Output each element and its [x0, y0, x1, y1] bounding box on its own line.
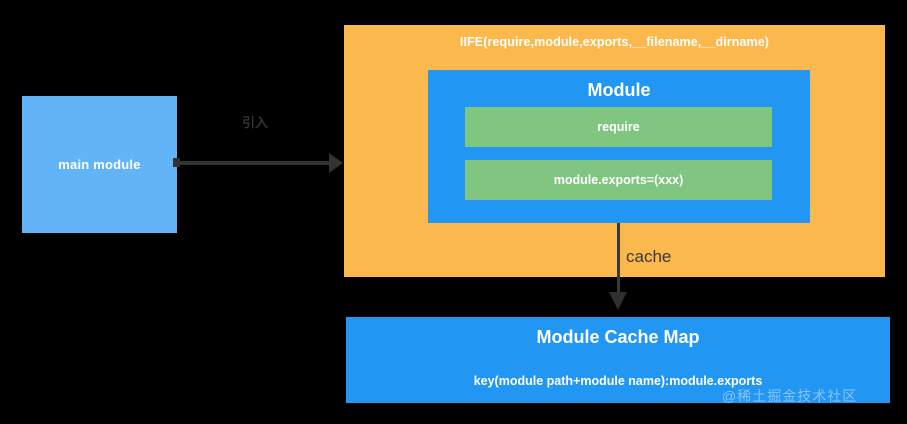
arrow-line-module-to-cache	[617, 223, 620, 301]
module-row-require-label: require	[597, 120, 640, 134]
arrow-head-main-to-iife	[329, 153, 343, 173]
main-module-label: main module	[58, 157, 141, 172]
arrow-label-cache: cache	[626, 247, 672, 266]
module-row-require: require	[465, 107, 772, 147]
watermark: @稀土掘金技术社区	[722, 388, 858, 404]
arrow-label-main-to-iife: 引入	[241, 115, 268, 130]
main-module-box: main module	[22, 96, 177, 233]
module-row-exports: module.exports=(xxx)	[465, 160, 772, 200]
module-cache-map-title: Module Cache Map	[536, 327, 700, 347]
module-title: Module	[587, 80, 651, 100]
arrow-tail-main-to-iife	[173, 158, 180, 167]
module-row-exports-label: module.exports=(xxx)	[553, 173, 684, 187]
module-cache-map-key-text: key(module path+module name):module.expo…	[473, 374, 763, 388]
arrow-line-main-to-iife	[177, 161, 337, 165]
arrow-head-module-to-cache	[609, 292, 627, 310]
module-cache-map-box: Module Cache Map key(module path+module …	[346, 317, 890, 403]
iife-title: IIFE(require,module,exports,__filename,_…	[459, 35, 770, 49]
